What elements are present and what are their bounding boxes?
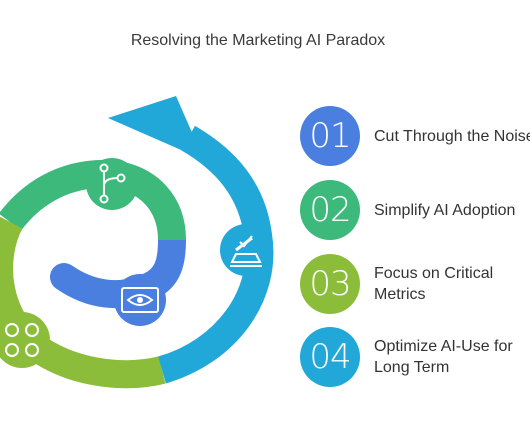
step-2-number: 02 xyxy=(300,180,360,240)
eye-scan-icon xyxy=(114,274,166,326)
spiral-arrowhead xyxy=(108,96,204,160)
step-1-number: 01 xyxy=(300,106,360,166)
step-3-label: Focus on Critical Metrics xyxy=(374,265,494,303)
step-4-number: 04 xyxy=(300,327,360,387)
step-4: 04 Optimize AI-Use for Long Term xyxy=(300,327,530,389)
spiral-diagram xyxy=(0,96,274,389)
step-4-label: Optimize AI-Use for Long Term xyxy=(374,338,513,376)
step-1-label: Cut Through the Noise xyxy=(374,127,530,145)
step-3-number: 03 xyxy=(300,254,360,314)
step-1: 01 Cut Through the Noise xyxy=(300,106,530,168)
diagram-title: Resolving the Marketing AI Paradox xyxy=(130,32,386,49)
branch-icon xyxy=(86,158,138,210)
step-2-label: Simplify AI Adoption xyxy=(374,201,516,219)
grid-circles-icon xyxy=(0,312,50,368)
step-3: 03 Focus on Critical Metrics xyxy=(300,254,530,316)
approval-stamp-icon xyxy=(220,224,272,276)
step-2: 02 Simplify AI Adoption xyxy=(300,180,530,242)
